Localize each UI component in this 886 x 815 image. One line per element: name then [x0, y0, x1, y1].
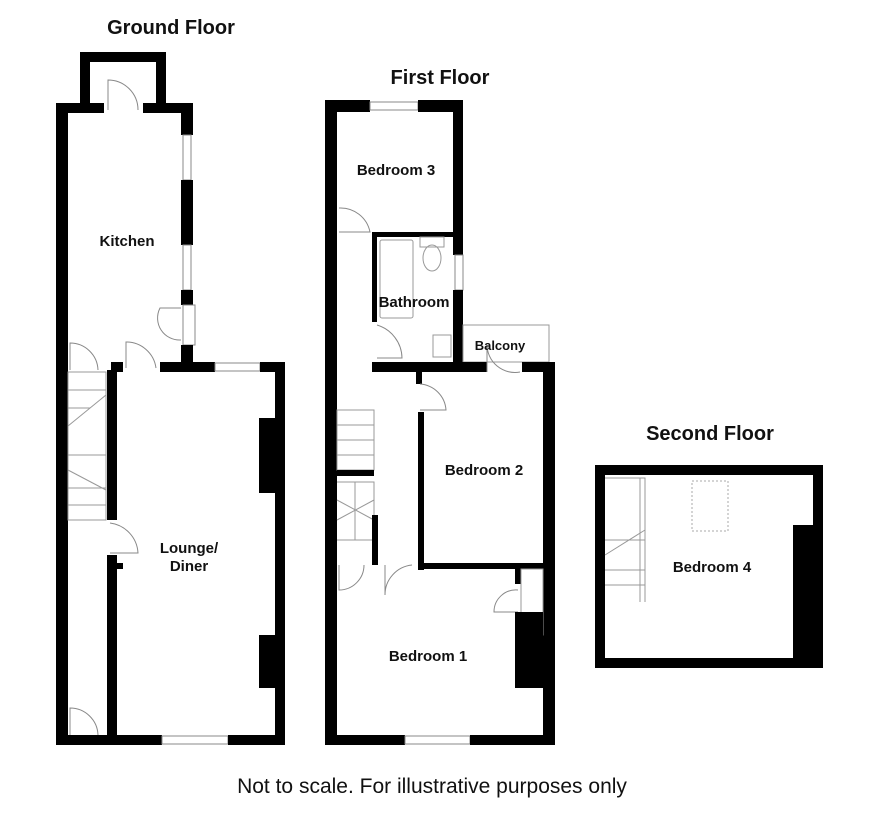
ground-stairs	[67, 371, 107, 521]
ground-floor-plan	[56, 52, 285, 745]
room-label-bathroom: Bathroom	[379, 294, 450, 311]
skylight	[691, 480, 729, 532]
first-floor-plan	[325, 100, 555, 745]
ground-floor-title: Ground Floor	[107, 17, 235, 39]
chimney-breast	[793, 525, 823, 668]
first-floor-title: First Floor	[391, 67, 490, 89]
room-label-balcony: Balcony	[475, 338, 526, 353]
room-label-bedroom-1: Bedroom 1	[389, 648, 467, 665]
second-stairs	[604, 477, 646, 602]
disclaimer: Not to scale. For illustrative purposes …	[237, 775, 627, 798]
second-floor-plan	[595, 465, 823, 668]
room-label-lounge: Lounge/	[160, 540, 219, 557]
first-stairs	[336, 409, 378, 565]
room-label-kitchen: Kitchen	[99, 233, 154, 250]
chimney-breast	[515, 612, 543, 688]
second-floor-title: Second Floor	[646, 423, 774, 445]
room-label-bedroom-3: Bedroom 3	[357, 162, 435, 179]
room-label-bedroom-4: Bedroom 4	[673, 559, 752, 576]
room-label-diner: Diner	[170, 558, 209, 575]
room-label-bedroom-2: Bedroom 2	[445, 462, 523, 479]
chimney-breast	[259, 418, 277, 493]
chimney-breast	[259, 635, 277, 688]
